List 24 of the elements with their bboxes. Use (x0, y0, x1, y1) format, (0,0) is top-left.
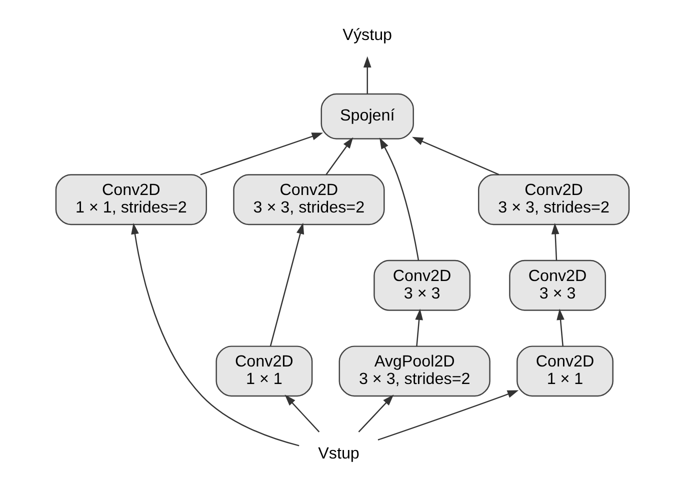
arrow (270, 222, 304, 346)
arrow (415, 308, 423, 346)
node-text: Výstup (342, 26, 392, 44)
node-box: Conv2D 3 × 3 (374, 260, 471, 311)
node-text: Vstup (318, 444, 360, 463)
node-box: Conv2D 3 × 3, strides=2 (233, 174, 385, 226)
arrow (551, 222, 560, 261)
arrow (131, 222, 300, 446)
arrow (556, 308, 564, 346)
node-box: AvgPool2D 3 × 3, strides=2 (338, 346, 490, 397)
arrow (379, 138, 420, 260)
node-box: Conv2D 1 × 1, strides=2 (55, 174, 207, 226)
node-box: Conv2D 3 × 3, strides=2 (478, 174, 630, 226)
arrow (326, 137, 354, 175)
arrow (378, 390, 519, 440)
node-box: Conv2D 1 × 1 (516, 346, 614, 397)
arrow (284, 394, 320, 432)
arrow (200, 132, 324, 176)
node-box: Spojení (320, 93, 414, 140)
node-box: Conv2D 1 × 1 (216, 346, 313, 397)
arrow (358, 394, 394, 432)
node-box: Conv2D 3 × 3 (509, 260, 606, 311)
arrow (363, 56, 372, 94)
arrow (412, 136, 500, 176)
